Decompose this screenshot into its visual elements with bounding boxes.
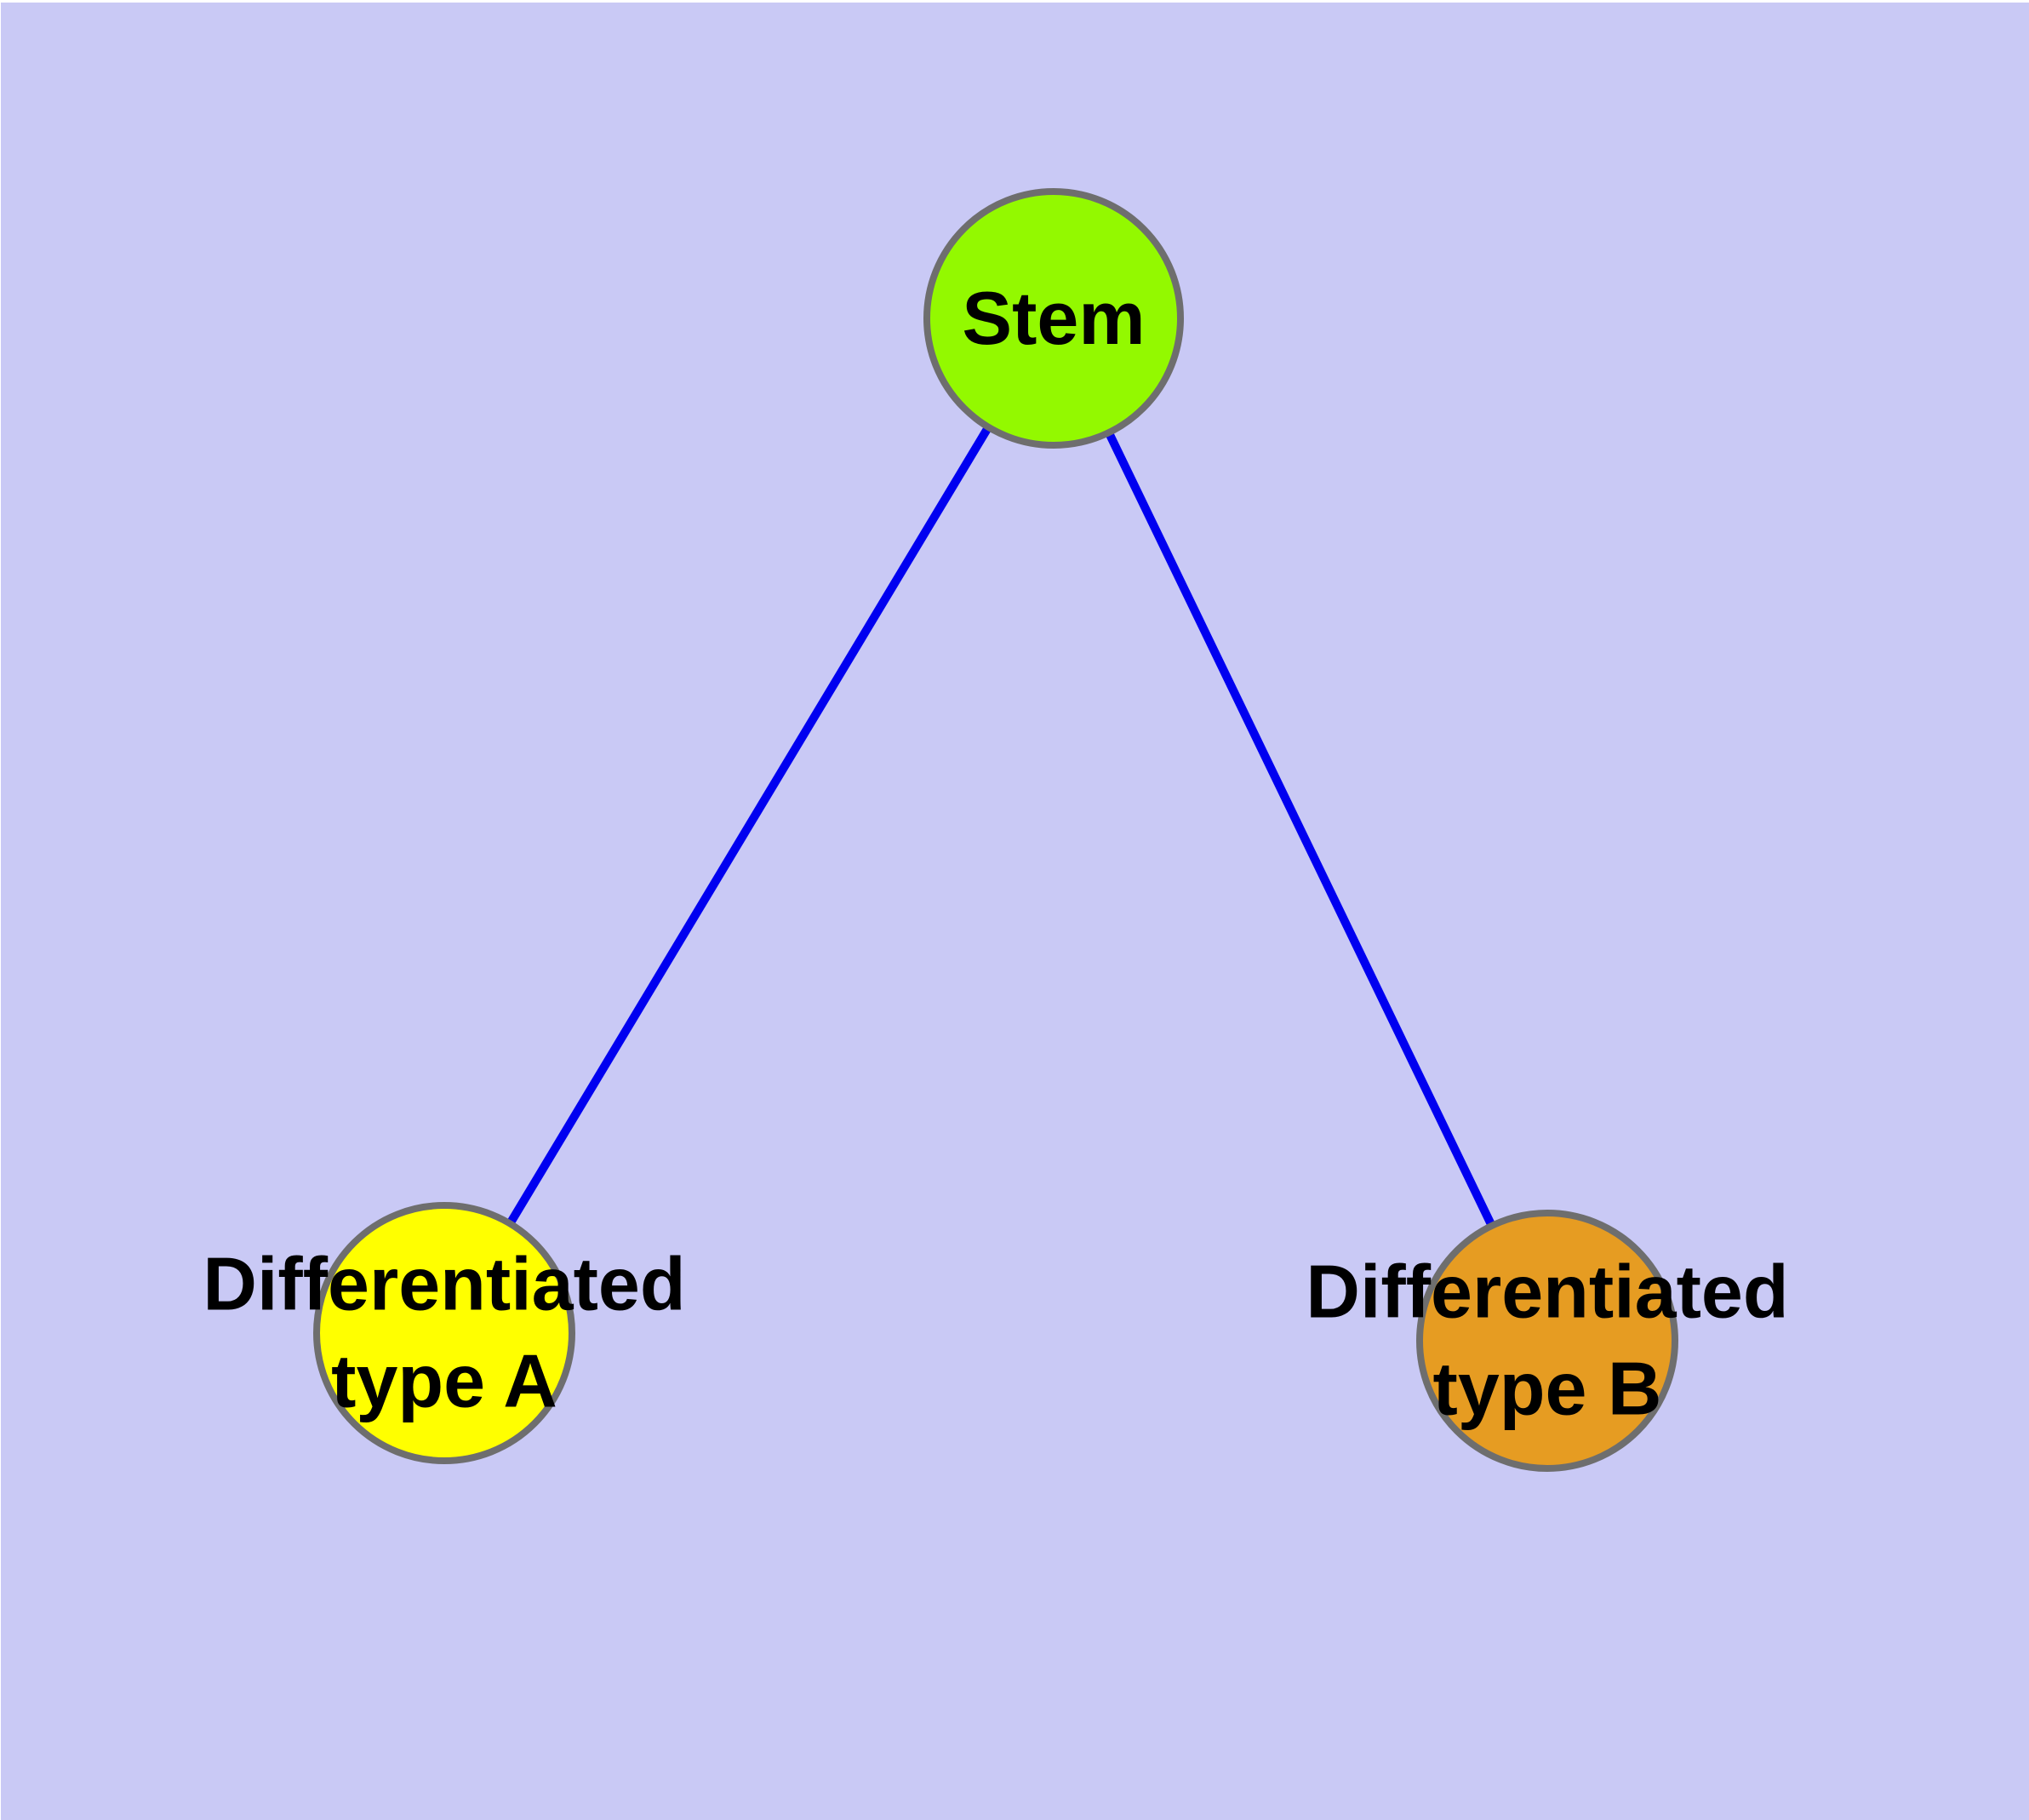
edge-stem-to-differentiated-type-a: [440, 316, 1058, 1336]
node-circle-differentiated-type-a: [313, 1202, 575, 1464]
graph-svg: [313, 188, 1678, 1472]
edge-stem-to-differentiated-type-b: [1049, 316, 1552, 1343]
node-circle-stem: [923, 188, 1184, 449]
node-circle-differentiated-type-b: [1416, 1210, 1678, 1472]
